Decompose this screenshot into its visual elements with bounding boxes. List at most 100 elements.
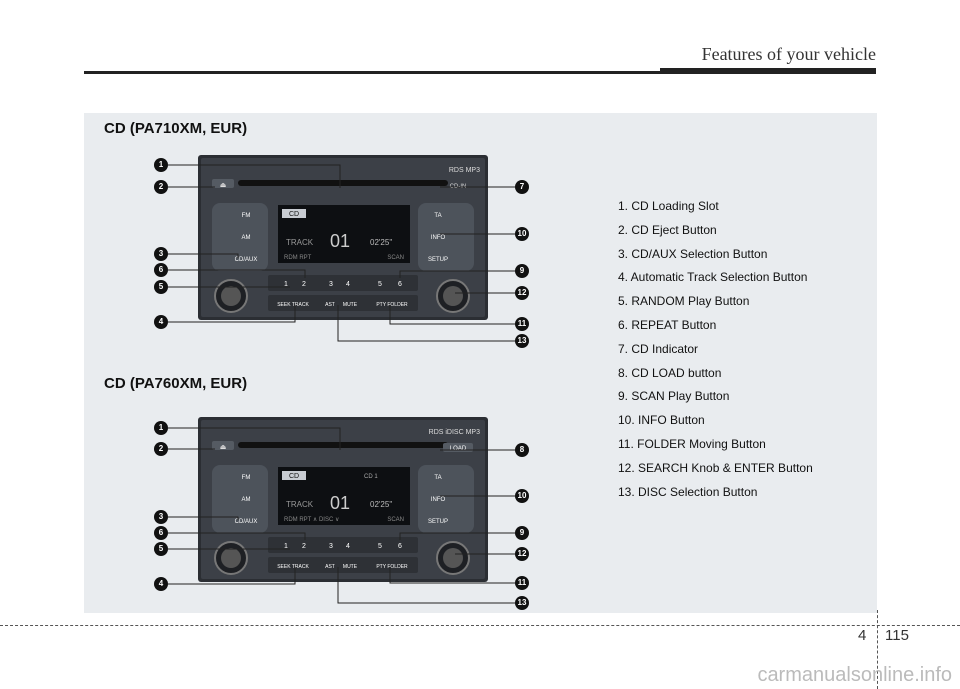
screen-bottom-right: SCAN (387, 255, 404, 261)
footer-divider (877, 610, 878, 689)
callout-5: 5 (154, 542, 168, 556)
eject-icon: ⏏ (220, 181, 227, 189)
section-title-2: CD (PA760XM, EUR) (104, 375, 248, 392)
eject-icon: ⏏ (220, 443, 227, 451)
btn-mute: MUTE (343, 302, 358, 308)
screen-bottom-right: SCAN (387, 517, 404, 523)
preset-3: 3 (329, 281, 333, 288)
preset-5: 5 (378, 281, 382, 288)
btn-cdaux: CD/AUX (235, 257, 258, 263)
callout-6: 6 (154, 526, 168, 540)
header-rule-accent (660, 68, 876, 74)
callout-9: 9 (515, 526, 529, 540)
btn-info: INFO (431, 235, 446, 241)
legend-item: 11. FOLDER Moving Button (618, 436, 766, 451)
preset-6: 6 (398, 281, 402, 288)
screen-track-num: 01 (330, 231, 350, 251)
header-title: Features of your vehicle (701, 44, 876, 64)
callout-13: 13 (515, 596, 529, 610)
callout-9: 9 (515, 264, 529, 278)
legend-item: 12. SEARCH Knob & ENTER Button (618, 460, 813, 475)
preset-2: 2 (302, 543, 306, 550)
callout-10: 10 (515, 489, 529, 503)
callout-8: 8 (515, 443, 529, 457)
radio-logos: RDS iDISC MP3 (429, 429, 480, 436)
screen-track-label: TRACK (286, 238, 314, 247)
page-number: 115 (885, 627, 909, 644)
btn-am: AM (242, 235, 251, 241)
callout-6: 6 (154, 263, 168, 277)
btn-am: AM (242, 497, 251, 503)
callout-7: 7 (515, 180, 529, 194)
preset-3: 3 (329, 543, 333, 550)
screen-cd: CD (289, 473, 299, 480)
callout-4: 4 (154, 577, 168, 591)
preset-1: 1 (284, 543, 288, 550)
legend-item: 4. Automatic Track Selection Button (618, 270, 808, 285)
legend-item: 1. CD Loading Slot (618, 199, 719, 213)
legend-item: 13. DISC Selection Button (618, 484, 758, 499)
btn-fm: FM (242, 475, 251, 481)
btn-mute: MUTE (343, 564, 358, 570)
btn-seek-track: SEEK TRACK (277, 302, 309, 308)
btn-ta: TA (434, 213, 441, 219)
callout-13: 13 (515, 334, 529, 348)
callout-1: 1 (154, 421, 168, 435)
legend-item: 2. CD Eject Button (618, 222, 717, 237)
callout-3: 3 (154, 510, 168, 524)
btn-cdaux: CD/AUX (235, 519, 258, 525)
callout-4: 4 (154, 315, 168, 329)
legend-item: 7. CD Indicator (618, 341, 699, 356)
screen-time: 02'25" (370, 238, 392, 247)
btn-info: INFO (431, 497, 446, 503)
section-title-1: CD (PA710XM, EUR) (104, 120, 248, 137)
screen-time: 02'25" (370, 500, 392, 509)
preset-6: 6 (398, 543, 402, 550)
btn-seek-track: SEEK TRACK (277, 564, 309, 570)
callout-2: 2 (154, 442, 168, 456)
screen-track-num: 01 (330, 493, 350, 513)
legend-item: 5. RANDOM Play Button (618, 294, 750, 309)
preset-5: 5 (378, 543, 382, 550)
radio-logos: RDS MP3 (449, 167, 480, 174)
preset-4: 4 (346, 281, 350, 288)
callout-12: 12 (515, 286, 529, 300)
btn-setup: SETUP (428, 519, 448, 525)
page-section-number: 4 (858, 627, 867, 644)
callout-11: 11 (515, 576, 529, 590)
legend-item: 3. CD/AUX Selection Button (618, 246, 768, 261)
preset-1: 1 (284, 281, 288, 288)
callout-1: 1 (154, 158, 168, 172)
btn-ast: AST (325, 564, 335, 570)
legend-item: 10. INFO Button (618, 413, 705, 428)
callout-11: 11 (515, 317, 529, 331)
header-rule (84, 71, 876, 74)
btn-setup: SETUP (428, 257, 448, 263)
callout-12: 12 (515, 547, 529, 561)
screen-bottom-left: RDM RPT (284, 255, 312, 261)
btn-pty-folder: PTY FOLDER (376, 564, 408, 570)
screen-cd-indicator: CD 1 (364, 474, 378, 480)
preset-2: 2 (302, 281, 306, 288)
screen-track-label: TRACK (286, 500, 314, 509)
callout-2: 2 (154, 180, 168, 194)
preset-4: 4 (346, 543, 350, 550)
slot-label: CD-IN (450, 184, 467, 190)
screen-cd: CD (289, 211, 299, 218)
legend-item: 8. CD LOAD button (618, 365, 722, 380)
callout-10: 10 (515, 227, 529, 241)
radio-unit-pa710xm: ⏏ RDS MP3 CD-IN FM AM CD/AUX TA INFO SET… (198, 155, 488, 320)
legend-item: 9. SCAN Play Button (618, 389, 730, 404)
radio-unit-pa760xm: ⏏ RDS iDISC MP3 LOAD FM AM CD/AUX TA INF… (198, 417, 488, 582)
callout-5: 5 (154, 280, 168, 294)
screen-bottom-left: RDM RPT ∧ DISC ∨ (284, 517, 339, 523)
callout-3: 3 (154, 247, 168, 261)
legend-item: 6. REPEAT Button (618, 317, 717, 332)
btn-ta: TA (434, 475, 441, 481)
watermark: carmanualsonline.info (757, 664, 952, 686)
legend-list: 1. CD Loading Slot 2. CD Eject Button 3.… (618, 195, 813, 504)
slot-label: LOAD (450, 446, 467, 452)
btn-fm: FM (242, 213, 251, 219)
footer-rule (0, 625, 960, 626)
btn-pty-folder: PTY FOLDER (376, 302, 408, 308)
